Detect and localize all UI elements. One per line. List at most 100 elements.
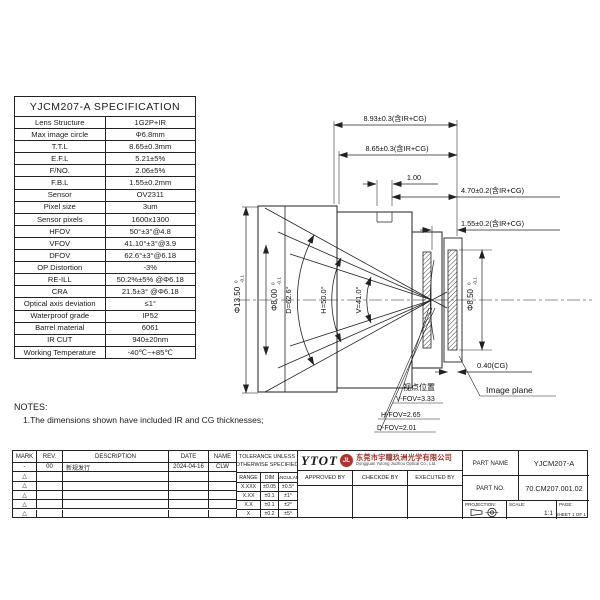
rev-name (209, 500, 237, 510)
dia-image-label: Φ8.50 0 -0.1 (466, 277, 478, 311)
dim-ttl: 8.65±0.3(含IR+CG) (365, 144, 428, 153)
viewpoint-label: 视点位置 (403, 382, 435, 392)
svg-text:Φ8.50: Φ8.50 (466, 288, 475, 311)
fov-d-label: D=62.6° (284, 286, 293, 313)
rev-name: CLW (209, 463, 237, 473)
page-label: PAGE: (559, 502, 573, 507)
tol-range: X.X (237, 501, 261, 510)
rev-mark: △ (13, 481, 37, 491)
rev-description (63, 481, 169, 491)
projection-cell: PROJECTION: (463, 501, 507, 519)
rev-date (169, 500, 209, 510)
tol-dim: ±0.1 (261, 492, 279, 501)
rev-number (37, 500, 63, 510)
approved-by-label: APPROVED BY (298, 471, 353, 486)
svg-text:0: 0 (234, 280, 239, 283)
executed-by-signature (408, 486, 463, 519)
tolerance-col-angular: ANGULAR (279, 473, 298, 483)
first-angle-projection-icon (470, 507, 498, 518)
fov-cone (264, 207, 448, 393)
rev-description (63, 490, 169, 501)
ytot-logo: YTOT (301, 452, 338, 468)
rev-mark: - (13, 463, 37, 473)
rev-date (169, 481, 209, 491)
title-block: MARK REV. DESCRIPTION DATE NAME - 00 新规发… (12, 450, 589, 519)
rev-date: 2024-04-16 (169, 463, 209, 473)
company-name-cn: 东莞市宇瞳玖洲光学有限公司 (355, 452, 453, 462)
svg-text:-0.1: -0.1 (240, 275, 245, 283)
rev-description: 新规发行 (63, 463, 169, 473)
vp-dfov: D-FOV=2.01 (377, 425, 417, 432)
scale-cell: SCALE: 1:1 (507, 501, 557, 519)
tol-range: X.XXX (237, 483, 261, 492)
rev-date (169, 472, 209, 482)
rev-name (209, 509, 237, 517)
rev-mark: △ (13, 509, 37, 517)
part-name-label: PART NAME (463, 451, 519, 476)
tol-dim: ±0.05 (261, 483, 279, 492)
company-name-en: Dongguan Yutong Jiuzhou Optical Co., Ltd… (355, 461, 437, 467)
part-name-value: YJCM207-A (519, 451, 589, 476)
tol-angular: ±1° (279, 492, 298, 501)
rev-description (63, 509, 169, 517)
rev-number (37, 472, 63, 482)
scale-value: 1:1 (543, 510, 553, 517)
checked-by-label: CHECKDE BY (353, 471, 408, 486)
svg-text:-0.1: -0.1 (473, 277, 478, 285)
rev-header-rev: REV. (37, 451, 63, 463)
dim-step: 1.00 (407, 173, 421, 182)
rev-number (37, 509, 63, 517)
spec-row: OP Distortion-3% (14, 261, 196, 275)
tol-dim: ±0.2 (261, 510, 279, 517)
cover-glass (447, 249, 458, 351)
projection-label: PROJECTION: (465, 502, 496, 507)
rev-header-name: NAME (209, 451, 237, 463)
vp-hfov: H-FOV=2.65 (381, 412, 421, 419)
notes: NOTES: 1.The dimensions shown have inclu… (14, 402, 264, 425)
rev-number: 00 (37, 463, 63, 473)
svg-text:Φ13.50: Φ13.50 (233, 286, 242, 313)
dia-front-label: Φ8.00 0 -0.1 (270, 277, 282, 311)
dimension-lines (243, 122, 560, 394)
fov-h-label: H=50.0° (319, 286, 328, 313)
approved-by-signature (298, 486, 353, 519)
rev-description (63, 472, 169, 482)
dim-cg-thickness: 0.40(CG) (477, 361, 508, 370)
part-no-label: PART NO. (463, 476, 519, 501)
executed-by-label: EXECUTED BY (408, 471, 463, 486)
part-no-value: 70.CM207.001.02 (519, 476, 589, 501)
spec-row: Optical axis deviation≤1° (14, 297, 196, 311)
rev-number (37, 481, 63, 491)
dim-fbl: 1.55±0.2(含IR+CG) (461, 219, 524, 228)
tolerance-col-dim: DIM (261, 473, 279, 483)
dia-outer-label: Φ13.50 0 -0.1 (233, 275, 245, 314)
rev-date (169, 509, 209, 517)
tol-angular: ±5° (279, 510, 298, 517)
company-logo-block: YTOT JL 东莞市宇瞳玖洲光学有限公司 Dongguan Yutong Ji… (298, 451, 463, 471)
svg-text:0: 0 (271, 282, 276, 285)
rev-mark: △ (13, 472, 37, 482)
rev-header-description: DESCRIPTION (63, 451, 169, 463)
rev-header-date: DATE (169, 451, 209, 463)
page-cell: PAGE: SHEET 1 OF 1 (557, 501, 589, 519)
rev-header-mark: MARK (13, 451, 37, 463)
notes-item: 1.The dimensions shown have included IR … (23, 415, 264, 425)
checked-by-signature (353, 486, 408, 519)
tolerance-title: TOLERANCE UNLESS OTHERWISE SPECIFIED (237, 451, 298, 473)
image-plane-label: Image plane (486, 385, 533, 395)
rev-mark: △ (13, 490, 37, 501)
rev-mark: △ (13, 500, 37, 510)
rev-name (209, 472, 237, 482)
